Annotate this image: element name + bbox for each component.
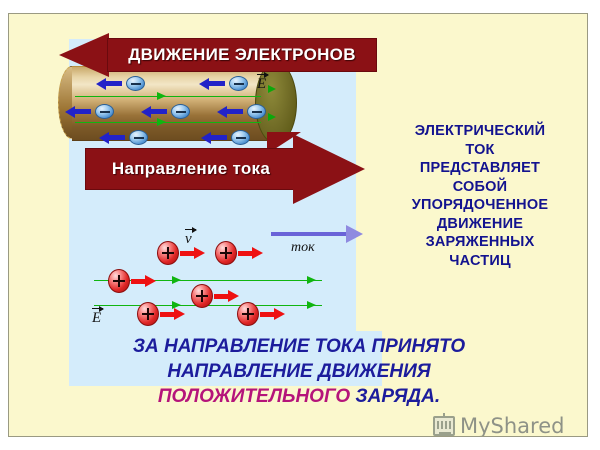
electron-velocity-arrow xyxy=(141,105,167,118)
conclusion-text: ЗА НАПРАВЛЕНИЕ ТОКА ПРИНЯТО НАПРАВЛЕНИЕ … xyxy=(29,334,569,409)
definition-line: УПОРЯДОЧЕННОЕ xyxy=(411,197,549,213)
banner-electron-motion-label: ДВИЖЕНИЕ ЭЛЕКТРОНОВ xyxy=(128,45,356,64)
current-label: ток xyxy=(291,240,315,255)
conclusion-line-1: ЗА НАПРАВЛЕНИЕ ТОКА ПРИНЯТО xyxy=(132,336,466,357)
banner-body xyxy=(85,148,297,190)
charge-velocity-arrow xyxy=(180,247,205,259)
field-arrow-icon xyxy=(172,301,181,309)
field-arrow-icon xyxy=(268,85,276,93)
projector-stand-icon xyxy=(439,432,451,436)
arrow-head-right-icon xyxy=(293,134,365,204)
conductor-field-label: E xyxy=(257,71,269,93)
vector-arrow-icon xyxy=(92,305,104,312)
positive-charge-particle xyxy=(137,302,159,326)
electron-particle xyxy=(247,104,266,119)
field-line xyxy=(94,280,322,281)
banner-body xyxy=(107,38,377,72)
charge-velocity-arrow xyxy=(160,308,185,320)
definition-line: ЧАСТИЦ xyxy=(449,252,511,269)
velocity-vector-label: v xyxy=(185,226,197,248)
positive-charge-particle xyxy=(191,284,213,308)
conclusion-highlight: ПОЛОЖИТЕЛЬНОГО xyxy=(157,386,351,407)
conclusion-rest: ЗАРЯДА. xyxy=(350,386,441,407)
electron-velocity-arrow xyxy=(65,105,91,118)
banner-electron-motion[interactable]: ДВИЖЕНИЕ ЭЛЕКТРОНОВ xyxy=(59,33,377,77)
definition-line: ТОК xyxy=(465,141,495,158)
positive-charge-particle xyxy=(157,241,179,265)
positive-charge-particle xyxy=(215,241,237,265)
banner-current-direction[interactable]: Направление тока xyxy=(85,134,369,204)
field-arrow-icon xyxy=(268,113,276,121)
field-arrow-icon xyxy=(172,276,181,284)
positive-charge-particle xyxy=(108,269,130,293)
watermark: MyShared xyxy=(433,413,565,437)
electron-velocity-arrow xyxy=(201,131,227,144)
slide-canvas: E ДВИЖЕНИЕ ЭЛЕКТРОНОВ Направление тока xyxy=(8,13,588,437)
conductor-right-cap xyxy=(255,62,297,144)
banner-current-direction-label: Направление тока xyxy=(111,159,271,178)
definition-line: ДВИЖЕНИЕ xyxy=(436,215,524,232)
current-arrow-icon xyxy=(271,225,363,243)
vector-arrow-icon xyxy=(257,71,269,78)
definition-line: ПРЕДСТАВЛЯЕТ xyxy=(419,160,541,176)
electron-particle xyxy=(95,104,114,119)
positive-charge-particle xyxy=(237,302,259,326)
electron-particle xyxy=(126,76,145,91)
charge-velocity-arrow xyxy=(238,247,263,259)
vector-arrow-icon xyxy=(185,226,197,233)
diagram-panel-extension xyxy=(69,331,382,386)
electron-particle xyxy=(171,104,190,119)
charge-velocity-arrow xyxy=(214,290,239,302)
charge-field-label: E xyxy=(92,305,104,327)
definition-text: ЭЛЕКТРИЧЕСКИЙ ТОК ПРЕДСТАВЛЯЕТ СОБОЙ УПО… xyxy=(371,122,587,270)
conclusion-line-2: НАПРАВЛЕНИЕ ДВИЖЕНИЯ xyxy=(167,361,431,382)
electron-velocity-arrow xyxy=(99,131,125,144)
definition-line: СОБОЙ xyxy=(452,178,508,195)
definition-line: ЗАРЯЖЕННЫХ xyxy=(425,234,535,250)
field-arrow-icon xyxy=(307,301,316,309)
electron-velocity-arrow xyxy=(217,105,243,118)
definition-line: ЭЛЕКТРИЧЕСКИЙ xyxy=(414,123,546,139)
charge-velocity-arrow xyxy=(260,308,285,320)
electron-particle xyxy=(231,130,250,145)
electron-velocity-arrow xyxy=(199,77,225,90)
electron-particle xyxy=(129,130,148,145)
field-arrow-icon xyxy=(307,276,316,284)
electron-velocity-arrow xyxy=(96,77,122,90)
charge-velocity-arrow xyxy=(131,275,156,287)
electron-particle xyxy=(229,76,248,91)
field-line xyxy=(75,96,261,97)
watermark-label: MyShared xyxy=(460,414,565,437)
field-arrow-icon xyxy=(157,118,166,126)
field-arrow-icon xyxy=(157,92,166,100)
field-line xyxy=(75,122,261,123)
arrow-head-left-icon xyxy=(59,33,109,77)
conclusion-line-3: ПОЛОЖИТЕЛЬНОГО ЗАРЯДА. xyxy=(29,384,569,409)
